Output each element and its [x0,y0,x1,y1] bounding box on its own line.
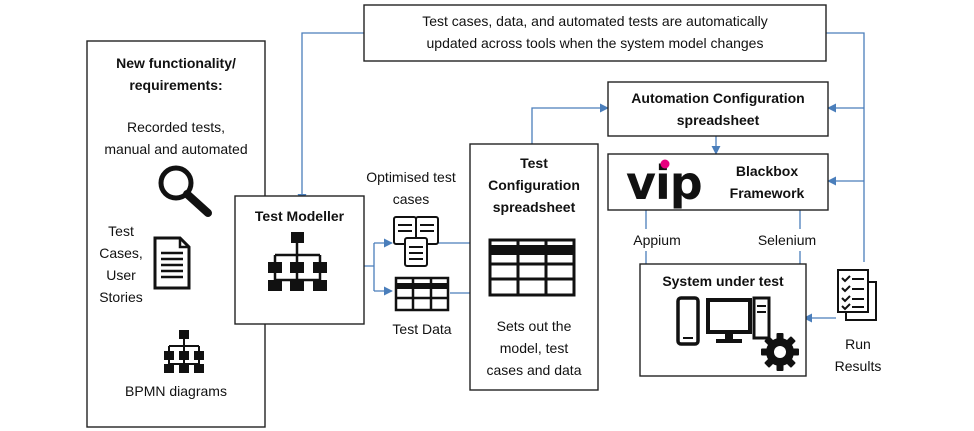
bpmn-text: BPMN diagrams [125,383,227,399]
blackbox-line-2: Framework [729,185,805,201]
selenium-text: Selenium [757,232,817,248]
spreadsheet-icon [488,238,576,297]
run-results-label: Run Results [820,333,896,377]
config-desc-line-1: Sets out the [496,318,572,334]
config-title-line-2: Configuration [488,177,580,193]
config-desc-line-2: model, test [499,340,569,356]
banner-text: Test cases, data, and automated tests ar… [366,10,824,54]
tower-icon [752,296,771,340]
sut-title-text: System under test [662,273,784,289]
results-line-1: Run [845,336,871,352]
appium-label: Appium [622,229,692,251]
arrow-banner-to-modeller [297,32,364,203]
testcases-line-2: Cases, [99,245,143,261]
arrow-config-to-automation [531,103,609,144]
bpmn-label: BPMN diagrams [90,380,262,402]
config-desc-line-3: cases and data [486,362,582,378]
banner-to-right-bus [826,32,865,262]
test-cases-label: Test Cases, User Stories [92,220,150,308]
requirements-title-line-2: requirements: [129,77,223,93]
gear-icon [761,333,799,371]
optimised-line-1: Optimised test [366,169,456,185]
modeller-out [364,243,375,291]
modeller-hierarchy-icon [268,232,327,291]
modeller-title-text: Test Modeller [254,208,345,224]
automation-title: Automation Configuration spreadsheet [610,87,826,131]
automation-line-1: Automation Configuration [631,90,805,106]
results-line-2: Results [834,358,882,374]
testcases-line-4: Stories [99,289,143,305]
modeller-title: Test Modeller [237,205,362,227]
blackbox-line-1: Blackbox [735,163,799,179]
config-title: Test Configuration spreadsheet [472,152,596,218]
banner-box [363,4,827,62]
blackbox-box [607,153,829,211]
sut-title: System under test [642,270,804,292]
checklist-icon [837,269,877,321]
optimised-cases-icon [393,216,439,267]
config-title-line-1: Test [520,155,548,171]
requirements-title-line-1: New functionality/ [116,55,236,71]
automation-box [607,81,829,137]
appium-text: Appium [633,232,681,248]
banner-line-2: updated across tools when the system mod… [426,35,764,51]
phone-icon [676,296,700,346]
hierarchy-icon [164,330,204,373]
vip-logo-dot [660,159,670,169]
banner-line-1: Test cases, data, and automated tests ar… [422,13,768,29]
magnifier-icon [158,165,212,217]
recorded-line-2: manual and automated [104,141,248,157]
testcases-line-3: User [106,267,136,283]
optimised-line-2: cases [392,191,430,207]
monitor-icon [706,298,752,343]
recorded-line-1: Recorded tests, [126,119,226,135]
testcases-line-1: Test [108,223,134,239]
document-icon [153,236,191,290]
config-title-line-3: spreadsheet [492,199,576,215]
modeller-box [234,195,365,325]
vip-logo: vip [626,156,703,210]
blackbox-title: Blackbox Framework [712,160,822,204]
testdata-grid-icon [394,276,450,312]
config-description: Sets out the model, test cases and data [472,315,596,381]
recorded-tests-label: Recorded tests, manual and automated [90,116,262,160]
testdata-text: Test Data [392,321,452,337]
optimised-cases-label: Optimised test cases [356,166,466,210]
automation-line-2: spreadsheet [676,112,760,128]
testdata-label: Test Data [372,318,472,340]
requirements-title: New functionality/ requirements: [90,52,262,96]
selenium-label: Selenium [750,229,824,251]
